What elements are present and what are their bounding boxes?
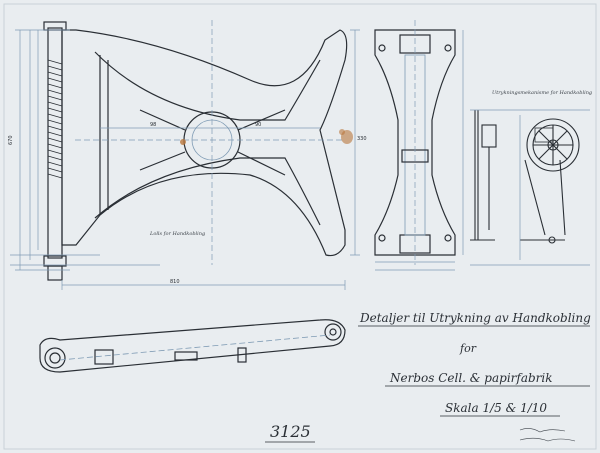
svg-text:810: 810 <box>170 279 180 285</box>
svg-text:330: 330 <box>357 136 367 142</box>
side-view-dimensions <box>375 20 464 271</box>
signature-marks <box>519 428 576 442</box>
front-view-dimensions <box>10 20 360 290</box>
svg-text:90: 90 <box>255 122 261 128</box>
front-view-dimension-labels: 810 670 330 98 90 <box>8 122 367 285</box>
svg-text:670: 670 <box>8 135 14 145</box>
plan-view <box>39 319 346 373</box>
ink-stains <box>180 129 353 145</box>
sheet-number: 3125 <box>270 422 311 441</box>
front-view <box>43 21 348 281</box>
title-line-2: for <box>459 342 477 355</box>
mechanism-view-dimensions <box>470 109 590 266</box>
mechanism-view-note: Utrykningsmekanisme for Handkobling <box>492 90 592 96</box>
title-line-1: Detaljer til Utrykning av Handkobling <box>359 311 591 325</box>
front-view-note: Lolls for Handkobling <box>149 231 205 237</box>
title-line-3: Nerbos Cell. & papirfabrik <box>389 371 553 385</box>
title-block: Detaljer til Utrykning av Handkobling fo… <box>358 311 591 417</box>
mechanism-view <box>470 110 580 244</box>
title-line-4: Skala 1/5 & 1/10 <box>445 401 547 415</box>
svg-text:98: 98 <box>150 122 156 128</box>
